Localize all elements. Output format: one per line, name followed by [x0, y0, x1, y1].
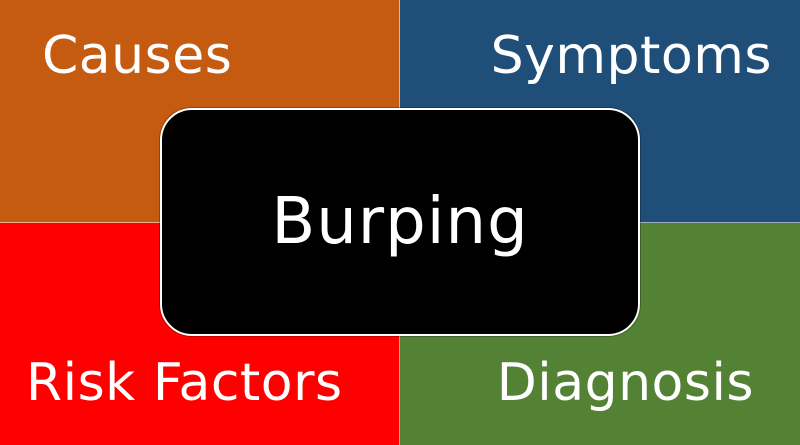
- center-topic-title: Burping: [271, 185, 529, 259]
- symptoms-label: Symptoms: [490, 26, 772, 86]
- risk-factors-label: Risk Factors: [26, 353, 343, 413]
- diagnosis-label: Diagnosis: [496, 353, 754, 413]
- causes-label: Causes: [42, 26, 233, 86]
- center-topic-box: Burping: [160, 108, 640, 336]
